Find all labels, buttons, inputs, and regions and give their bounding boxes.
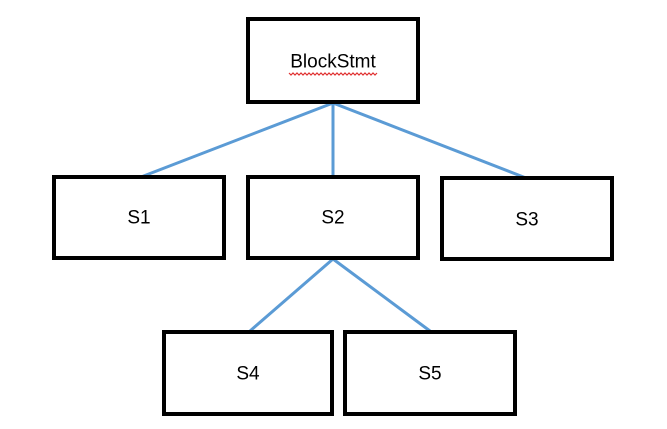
node-s4-label: S4 [236,364,260,385]
node-s4: S4 [162,330,334,416]
node-s5-box [343,330,517,416]
node-s2-label: S2 [321,208,344,229]
node-blockstmt-box [246,17,420,104]
node-s1: S1 [52,175,226,260]
node-s2-box [246,175,420,260]
node-blockstmt: BlockStmt [246,17,420,104]
node-s5-label: S5 [418,364,441,385]
node-blockstmt-label: BlockStmt [290,52,376,73]
node-s3-label: S3 [515,210,538,231]
node-s3: S3 [440,176,614,261]
edge-s2-s4 [248,257,335,333]
node-s5: S5 [343,330,517,416]
spell-check-underline [288,72,378,76]
edge-blockstmt-s1 [139,101,335,179]
node-s3-box [440,176,614,261]
edges [139,101,528,333]
node-s1-label: S1 [127,208,150,229]
edge-blockstmt-s3 [331,101,528,180]
node-s4-box [162,330,334,416]
edge-s2-s5 [331,257,432,333]
node-s2: S2 [246,175,420,260]
node-s1-box [52,175,226,260]
